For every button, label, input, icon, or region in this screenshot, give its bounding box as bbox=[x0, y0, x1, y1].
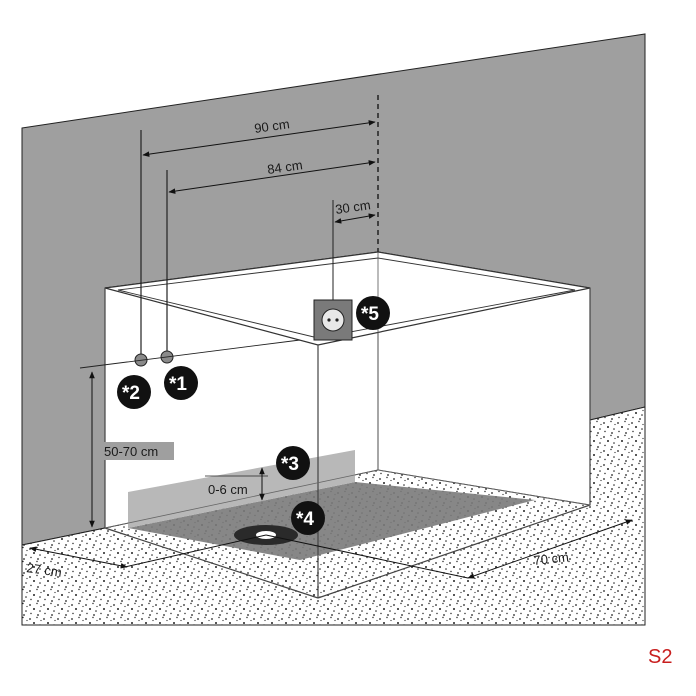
dim-30-label: 30 cm bbox=[334, 197, 371, 217]
dim-depth-left-label: 27 cm bbox=[26, 560, 63, 580]
dim-depth-right-label: 70 cm bbox=[533, 549, 570, 568]
marker-4-label: *4 bbox=[296, 509, 314, 530]
marker-3: *3 bbox=[276, 446, 310, 480]
dim-depth-right-ext bbox=[265, 534, 469, 579]
marker-3-label: *3 bbox=[281, 454, 299, 475]
socket-pin-right bbox=[335, 318, 339, 322]
dim-tray-label: 0-6 cm bbox=[208, 482, 248, 497]
socket-pin-left bbox=[327, 318, 331, 322]
marker-1: *1 bbox=[164, 366, 198, 400]
connector-level-line bbox=[79, 339, 301, 369]
marker-2: *2 bbox=[117, 375, 151, 409]
socket-face bbox=[321, 308, 345, 332]
cabin-bottom-left bbox=[104, 527, 319, 599]
marker-1-label: *1 bbox=[169, 374, 187, 395]
shower-tray bbox=[128, 482, 535, 560]
page-label: S2 bbox=[648, 646, 672, 668]
dim-depth-right-line bbox=[467, 519, 633, 579]
marker-5-label: *5 bbox=[361, 304, 379, 325]
marker-5: *5 bbox=[356, 296, 390, 330]
dim-84-line bbox=[168, 160, 376, 194]
marker-2-label: *2 bbox=[122, 383, 140, 404]
dim-height-label-bg bbox=[102, 442, 174, 460]
dim-84-label: 84 cm bbox=[266, 157, 303, 177]
dim-height-label: 50-70 cm bbox=[104, 444, 158, 459]
dim-90-line bbox=[142, 120, 376, 157]
cabin-top-inner bbox=[117, 257, 576, 339]
dim-depth-left-ext bbox=[124, 534, 267, 568]
dim-depth-left-line bbox=[29, 546, 128, 569]
dim-30-line bbox=[334, 213, 376, 224]
marker-4: *4 bbox=[291, 501, 325, 535]
dim-90-label: 90 cm bbox=[253, 116, 290, 136]
